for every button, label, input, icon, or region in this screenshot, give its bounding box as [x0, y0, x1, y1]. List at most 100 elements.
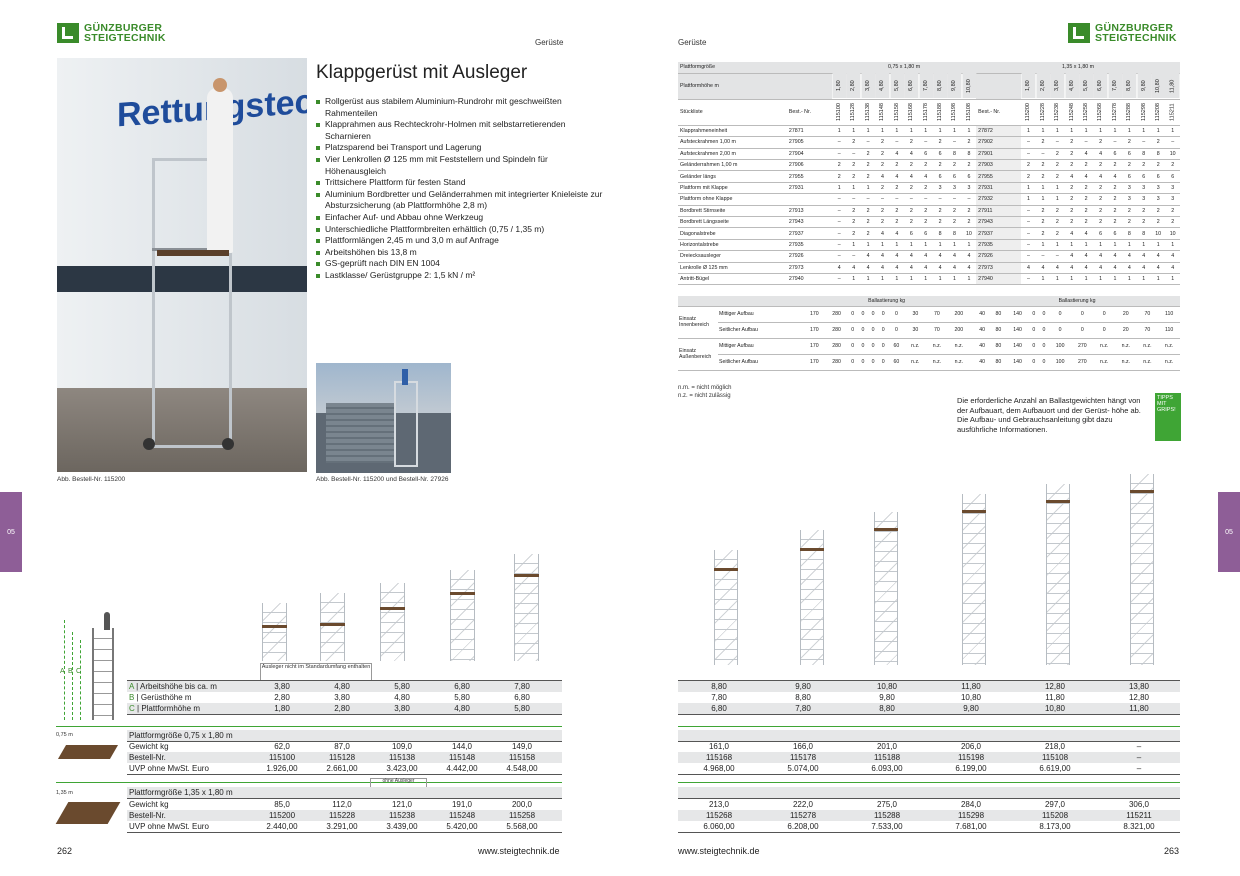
parts-cell: 2: [932, 136, 948, 149]
ballast-cell: 200: [947, 322, 970, 339]
parts-cell: [786, 193, 833, 206]
ballast-cell: n.z.: [1115, 354, 1137, 371]
parts-cell: 1: [1050, 182, 1065, 195]
parts-cell: 6: [961, 170, 977, 183]
table-cell: 7,80: [514, 682, 530, 691]
table-cell: 115108: [1041, 753, 1069, 762]
ballast-cell: 30: [904, 322, 927, 339]
parts-cell: 1,35 x 1,80 m: [976, 62, 1180, 74]
parts-cell: 1: [1165, 273, 1180, 286]
parts-cell: 8: [1136, 148, 1151, 161]
parts-cell: 1: [1136, 125, 1151, 138]
parts-cell: 1: [1122, 239, 1137, 252]
parts-cell: 2: [904, 182, 919, 195]
parts-cell: 4: [1107, 170, 1123, 183]
parts-cell: –: [1136, 136, 1151, 149]
ballast-cell: 280: [825, 306, 848, 323]
scaffold-thumb: [514, 554, 539, 661]
parts-cell: Aufsteckrahmen 1,00 m: [678, 136, 787, 149]
parts-cell: 2: [947, 205, 962, 218]
parts-cell: 3: [1165, 182, 1180, 195]
parts-cell: 2: [1122, 205, 1137, 218]
parts-cell: 4: [860, 262, 876, 274]
feature-item: Arbeitshöhen bis 13,8 m: [316, 247, 606, 259]
parts-cell: 2: [1064, 159, 1079, 172]
parts-cell: 1: [961, 239, 977, 252]
table-cell: 284,0: [960, 800, 982, 809]
parts-cell: 2: [1093, 159, 1108, 172]
parts-cell: 2: [1064, 182, 1079, 195]
parts-cell: 1: [961, 125, 977, 138]
parts-cell: Geländerrahmen 1,00 m: [678, 159, 787, 172]
row-letter-c: C: [129, 704, 135, 713]
parts-cell: 1: [875, 273, 890, 286]
parts-cell: Bordbrett Stirnseite: [678, 205, 787, 218]
parts-cell: 2: [1064, 148, 1079, 161]
parts-cell: –: [832, 239, 847, 252]
parts-cell: 2: [1078, 159, 1094, 172]
table-cell: 7,80: [711, 693, 727, 702]
parts-cell: –: [1035, 148, 1051, 161]
ballast-cell: 0: [867, 354, 879, 371]
website-link-right[interactable]: www.steigtechnik.de: [678, 846, 760, 856]
parts-cell: Horizontalstrebe: [678, 239, 787, 252]
parts-cell: 2: [1035, 136, 1051, 149]
parts-cell: 2: [932, 205, 948, 218]
parts-cell: 27937: [976, 227, 1022, 240]
parts-cell: 27913: [786, 205, 833, 218]
parts-cell: –: [832, 205, 847, 218]
parts-cell: 4: [904, 250, 919, 263]
table-cell: 85,0: [274, 800, 290, 809]
table-cell: 144,0: [451, 742, 473, 751]
ballast-cell: [969, 306, 975, 323]
parts-cell: 2: [860, 205, 876, 218]
website-link-left[interactable]: www.steigtechnik.de: [478, 846, 560, 856]
ballast-cell: 0: [1028, 322, 1039, 339]
parts-cell: 4: [1021, 262, 1036, 274]
parts-cell: 115298: [1136, 99, 1151, 126]
parts-cell: 3: [947, 182, 962, 195]
parts-cell: –: [1050, 250, 1065, 263]
brand-line1: GÜNZBURGER: [1095, 22, 1174, 34]
ballast-cell: 60: [888, 338, 905, 355]
parts-cell: 115108: [961, 99, 977, 126]
table-cell: –: [1136, 753, 1142, 762]
parts-cell: 4: [918, 250, 933, 263]
table-cell: 87,0: [334, 742, 350, 751]
parts-cell: 2: [1064, 216, 1079, 229]
parts-cell: 4: [932, 250, 948, 263]
scaffold-thumb: [262, 603, 287, 661]
caption-main: Abb. Bestell-Nr. 115200: [57, 476, 126, 483]
parts-cell: 4: [1107, 250, 1123, 263]
parts-cell: 4: [875, 262, 890, 274]
parts-cell: 4: [1064, 262, 1079, 274]
table-cell: 9,80: [879, 693, 895, 702]
table-cell: 4,80: [334, 682, 350, 691]
parts-cell: Best.- Nr.: [786, 99, 833, 126]
scaffold-thumb: [320, 593, 345, 661]
ballast-cell: 0: [1028, 338, 1039, 355]
parts-cell: 2: [875, 148, 890, 161]
ballast-cell: 0: [1049, 322, 1072, 339]
parts-cell: 2: [889, 205, 905, 218]
table-cell: 115188: [873, 753, 901, 762]
table-cell: 3,80: [394, 704, 410, 713]
parts-cell: 6: [932, 148, 948, 161]
parts-cell: –: [1165, 136, 1180, 149]
chapter-tab-left[interactable]: 05: [0, 492, 22, 572]
parts-cell: 2: [860, 227, 876, 240]
chapter-tab-right[interactable]: 05: [1218, 492, 1240, 572]
parts-cell: 4: [1078, 148, 1094, 161]
parts-cell: Plattform mit Klappe: [678, 182, 787, 195]
parts-cell: [976, 73, 1022, 100]
table-cell: 166,0: [792, 742, 814, 751]
parts-cell: 2: [1150, 216, 1166, 229]
parts-cell: 2: [904, 159, 919, 172]
parts-cell: 2,80: [846, 73, 861, 100]
label-order-no: Bestell-Nr.: [129, 753, 166, 762]
